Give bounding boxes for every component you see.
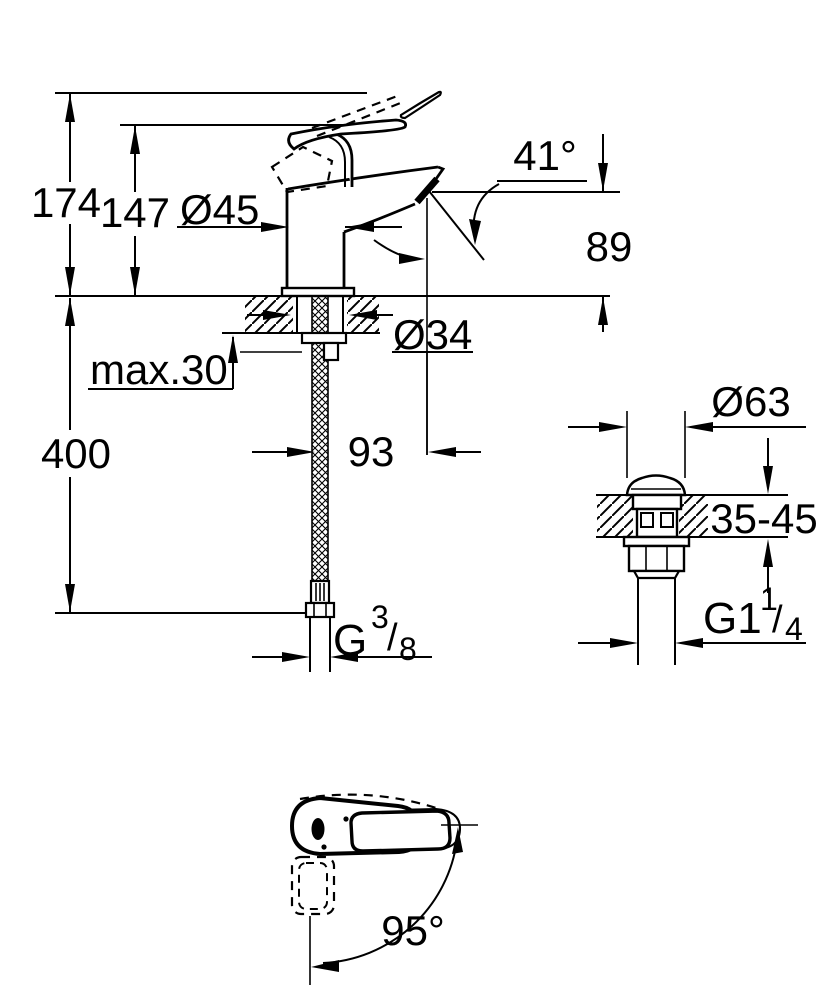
dimension-waste-thread: G1 1 / 4	[578, 581, 806, 648]
faucet-base	[280, 286, 356, 298]
waste-thread-label: G1 1 / 4	[703, 581, 803, 647]
dimension-deck-thickness: max.30	[88, 335, 238, 393]
outlet-height-label: 89	[586, 223, 633, 270]
dimension-handle-swing: 95°	[311, 827, 463, 972]
basin-section	[596, 494, 788, 538]
dimension-hose-length: 400	[41, 298, 111, 613]
handle-swing-label: 95°	[381, 907, 445, 954]
dimension-total-height: 174	[31, 93, 101, 296]
hose-length-label: 400	[41, 430, 111, 477]
flow-arc	[373, 239, 421, 260]
supply-hose	[300, 296, 348, 672]
cap-diameter-label: Ø63	[711, 378, 790, 425]
projection-label: 93	[348, 428, 395, 475]
handle-rotated-dashed	[290, 855, 336, 916]
waste-thread-slash: /	[772, 599, 783, 641]
dimension-outlet-height: 89	[586, 134, 633, 332]
dimension-projection: 93	[252, 428, 481, 475]
handle-dashed-top	[299, 793, 437, 810]
supply-thread-prefix: G	[333, 616, 367, 665]
drain-fitting	[622, 474, 691, 665]
stream-angle-indicator	[373, 180, 587, 264]
stream-angle-label: 41°	[513, 132, 577, 179]
handle-tip-raised	[399, 90, 442, 120]
dimension-cap-diameter: Ø63	[568, 378, 806, 432]
handle-knob-dashed	[270, 145, 334, 194]
basin-thickness-label: 35-45	[710, 495, 817, 542]
swing-arc	[322, 839, 458, 964]
waste-thread-numerator: 1	[760, 581, 778, 617]
drain-cap	[625, 474, 687, 497]
dimension-hole-diameter: Ø34	[247, 310, 473, 455]
faucet-body	[280, 118, 446, 298]
hole-diameter-label: Ø34	[393, 311, 472, 358]
body-diameter-label: Ø45	[180, 186, 259, 233]
dimension-basin-thickness: 35-45	[710, 438, 818, 593]
waste-thread-denominator: 4	[785, 611, 803, 647]
drain-flange	[631, 493, 683, 511]
deck-thickness-label: max.30	[90, 346, 228, 393]
handle-island	[349, 809, 452, 853]
spout-outlet-dot	[311, 818, 325, 840]
dimension-body-diameter: Ø45	[177, 186, 402, 233]
front-view: 174 147 400 Ø45 41°	[31, 90, 633, 672]
top-view: 95°	[289, 793, 478, 985]
dimension-supply-thread: G 3 / 8	[252, 599, 432, 667]
drain-washer	[622, 535, 691, 548]
waste-view: Ø63	[568, 378, 818, 665]
dimension-handle-height: 147	[100, 125, 170, 296]
spout-top-edge	[287, 165, 439, 191]
mounting-stud	[322, 341, 340, 362]
hose-nut	[304, 601, 336, 619]
supply-thread-slash: /	[387, 617, 398, 659]
drain-nut	[627, 544, 686, 573]
waste-thread-prefix: G1	[703, 594, 762, 643]
total-height-label: 174	[31, 179, 101, 226]
handle-lever-solid	[287, 118, 407, 151]
mounting-washer	[300, 331, 348, 345]
supply-thread-label: G 3 / 8	[333, 599, 417, 667]
handle-lever-dashed	[270, 90, 442, 194]
supply-thread-denominator: 8	[399, 631, 417, 667]
supply-thread-numerator: 3	[371, 599, 389, 635]
aerator-face	[414, 176, 440, 205]
handle-height-label: 147	[100, 189, 170, 236]
